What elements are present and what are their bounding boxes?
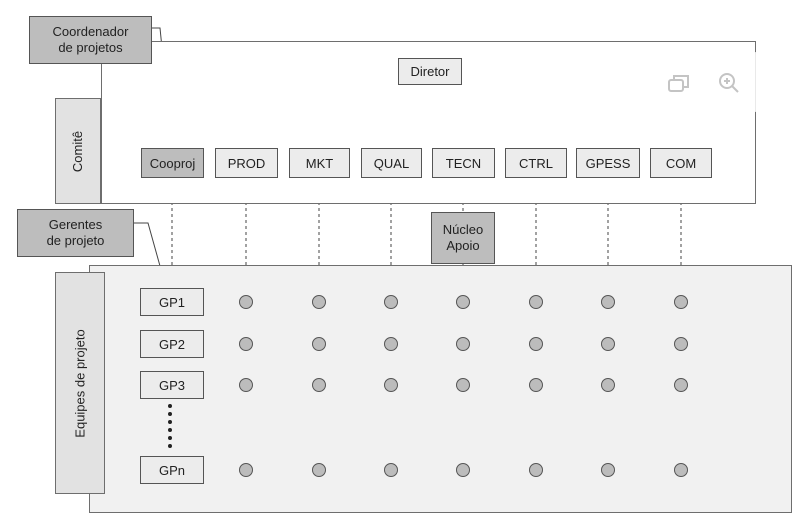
matrix-node [601, 378, 615, 392]
ellipsis-dots [168, 404, 172, 448]
zoom-in-icon[interactable] [712, 66, 746, 100]
gp-label: GP1 [158, 294, 185, 310]
matrix-node [674, 337, 688, 351]
matrix-node [529, 337, 543, 351]
gerentes-callout-text: Gerentes de projeto [46, 217, 105, 248]
gp-box-3: GP3 [140, 371, 204, 399]
matrix-node [239, 295, 253, 309]
matrix-node [239, 378, 253, 392]
gerentes-callout: Gerentes de projeto [17, 209, 134, 257]
director-label: Diretor [410, 64, 450, 79]
matrix-node [601, 337, 615, 351]
gp-label: GP2 [158, 336, 185, 352]
gp-box-n: GPn [140, 456, 204, 484]
coordenador-callout: Coordenador de projetos [29, 16, 152, 64]
copy-icon[interactable] [662, 66, 696, 100]
dept-box-cooproj: Cooproj [141, 148, 204, 178]
dept-box-com: COM [650, 148, 712, 178]
dept-label: Cooproj [149, 155, 196, 171]
dept-box-mkt: MKT [289, 148, 350, 178]
matrix-node [456, 295, 470, 309]
matrix-node [674, 463, 688, 477]
dept-label: GPESS [585, 155, 631, 171]
committee-side-label: Comitê [55, 98, 101, 204]
matrix-node [384, 337, 398, 351]
dept-label: QUAL [373, 155, 410, 171]
nucleo-label: Núcleo Apoio [442, 222, 484, 253]
matrix-node [312, 337, 326, 351]
matrix-node [384, 378, 398, 392]
matrix-node [529, 295, 543, 309]
gp-box-2: GP2 [140, 330, 204, 358]
gp-label: GPn [158, 462, 185, 478]
matrix-node [384, 295, 398, 309]
matrix-node [601, 295, 615, 309]
dept-label: PROD [227, 155, 266, 171]
gp-label: GP3 [158, 377, 185, 393]
matrix-node [312, 463, 326, 477]
teams-side-label: Equipes de projeto [55, 272, 105, 494]
director-box: Diretor [398, 58, 462, 85]
dept-box-tecn: TECN [432, 148, 495, 178]
matrix-node [239, 463, 253, 477]
matrix-node [674, 295, 688, 309]
dept-box-qual: QUAL [361, 148, 422, 178]
matrix-node [529, 378, 543, 392]
dept-label: CTRL [519, 155, 553, 171]
dept-box-gpess: GPESS [576, 148, 640, 178]
teams-label: Equipes de projeto [72, 328, 88, 438]
matrix-node [601, 463, 615, 477]
matrix-node [384, 463, 398, 477]
dept-label: COM [665, 155, 697, 171]
dept-box-ctrl: CTRL [505, 148, 567, 178]
matrix-node [456, 337, 470, 351]
image-toolbar [650, 52, 758, 112]
matrix-node [239, 337, 253, 351]
matrix-node [674, 378, 688, 392]
matrix-node [529, 463, 543, 477]
dept-label: MKT [305, 155, 334, 171]
matrix-node [456, 463, 470, 477]
matrix-node [456, 378, 470, 392]
matrix-node [312, 295, 326, 309]
committee-label: Comitê [70, 130, 86, 172]
nucleo-apoio-box: Núcleo Apoio [431, 212, 495, 264]
coordenador-callout-text: Coordenador de projetos [52, 24, 129, 55]
matrix-node [312, 378, 326, 392]
dept-label: TECN [445, 155, 482, 171]
dept-box-prod: PROD [215, 148, 278, 178]
gp-box-1: GP1 [140, 288, 204, 316]
